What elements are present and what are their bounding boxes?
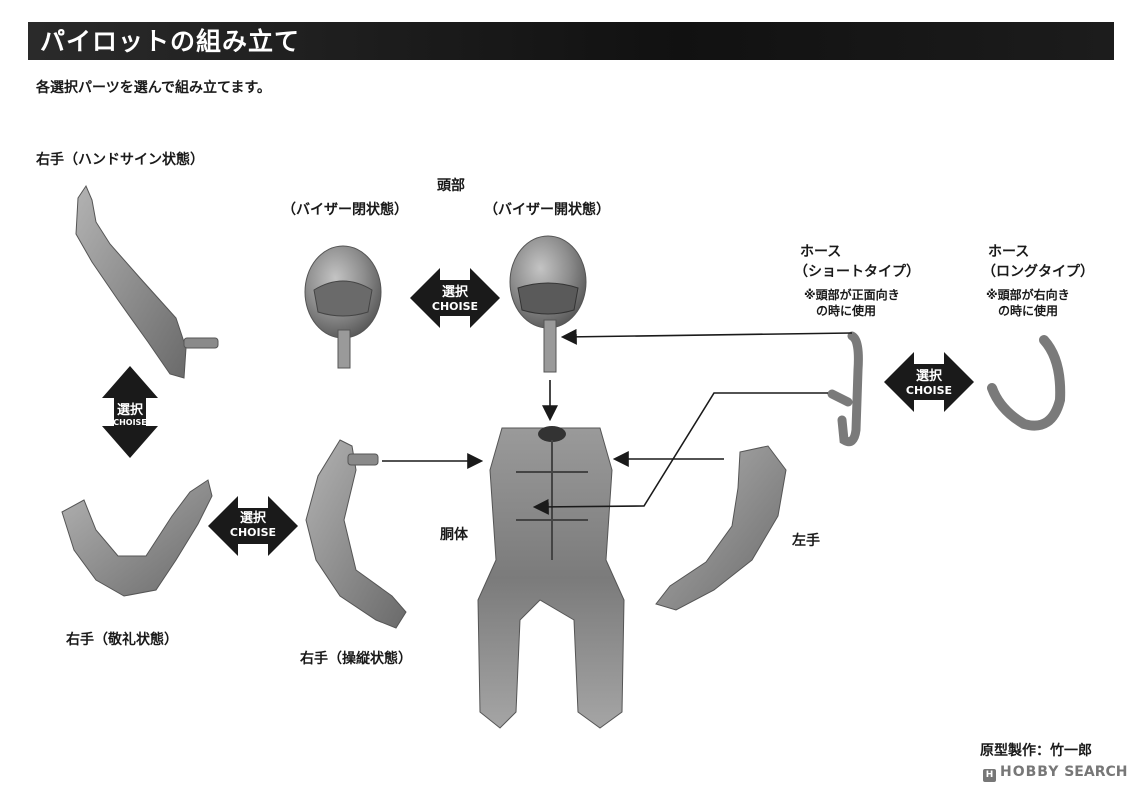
choice-label-jp: 選択 [117, 402, 144, 418]
head-visor-closed-part [304, 245, 382, 369]
choice-label-jp: 選択 [240, 510, 267, 526]
label-hose-long-title: ホース [988, 244, 1030, 260]
note-hose-long-1: ※頭部が右向き [986, 288, 1070, 302]
choice-label-jp: 選択 [442, 284, 469, 300]
hose-long-part [987, 335, 1066, 431]
label-hose-short-title: ホース [800, 244, 842, 260]
label-head: 頭部 [437, 178, 465, 194]
assembly-arrows [382, 328, 853, 515]
arrow-hose-to-head [560, 328, 853, 345]
label-right-hand-control: 右手（操縦状態） [300, 651, 412, 667]
note-hose-short-1: ※頭部が正面向き [804, 288, 900, 302]
hobby-search-logo: H HOBBY SEARCH [983, 764, 1127, 782]
label-visor-closed: （バイザー閉状態） [282, 202, 408, 218]
label-visor-open: （バイザー開状態） [484, 202, 610, 218]
logo-mark-icon: H [983, 769, 996, 782]
page-title: パイロットの組み立て [40, 27, 301, 56]
note-hose-short-2: の時に使用 [816, 304, 877, 318]
header-bar [28, 22, 1114, 60]
label-right-hand-sign: 右手（ハンドサイン状態） [36, 152, 204, 168]
right-hand-control-part [305, 439, 407, 629]
label-right-hand-salute: 右手（敬礼状態） [66, 632, 178, 648]
choice-arrow-hoses: 選択 CHOISE [884, 352, 974, 412]
logo-suffix: SEARCH [1064, 764, 1128, 780]
label-torso: 胴体 [440, 527, 468, 543]
left-hand-part [655, 445, 787, 611]
choice-label-en: CHOISE [230, 526, 276, 539]
hose-short-part [827, 331, 863, 447]
choice-arrow-vertical: 選択 CHOISE [102, 366, 158, 458]
choice-label-en: CHOISE [113, 418, 147, 427]
choice-label-en: CHOISE [432, 300, 478, 313]
torso-part [477, 426, 625, 729]
right-hand-salute-part [61, 479, 213, 597]
note-hose-long-2: の時に使用 [998, 304, 1059, 318]
label-hose-long-type: （ロングタイプ） [982, 264, 1094, 280]
head-visor-open-part [509, 235, 587, 373]
choice-label-en: CHOISE [906, 384, 952, 397]
choice-label-jp: 選択 [916, 368, 943, 384]
credit-text: 原型製作：竹一郎 [980, 743, 1092, 759]
choice-arrow-hands: 選択 CHOISE [208, 496, 298, 556]
logo-brand: HOBBY [1000, 764, 1060, 780]
choice-arrow-heads: 選択 CHOISE [410, 268, 500, 328]
label-left-hand: 左手 [792, 533, 820, 549]
arrow-hose-to-torso [532, 392, 828, 515]
right-hand-sign-part [75, 184, 219, 379]
subtitle: 各選択パーツを選んで組み立てます。 [36, 80, 271, 96]
label-hose-short-type: （ショートタイプ） [794, 264, 920, 280]
